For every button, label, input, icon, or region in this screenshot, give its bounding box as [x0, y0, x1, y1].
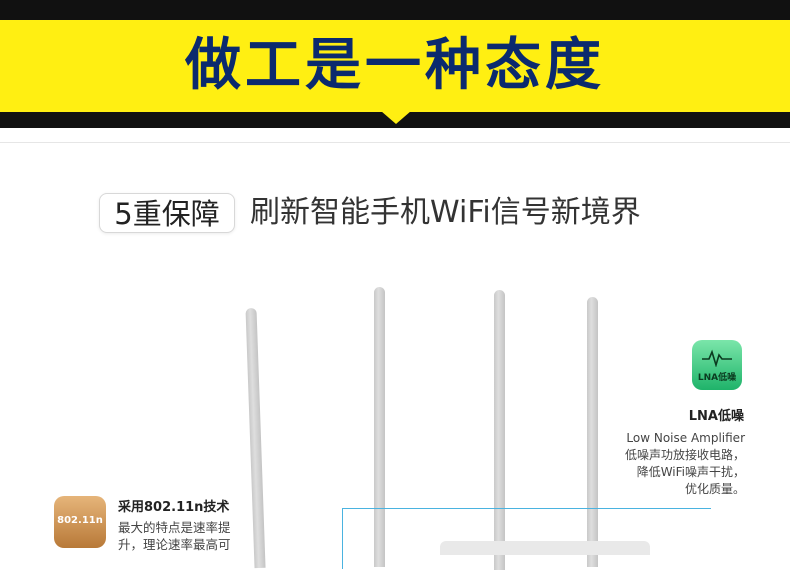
lna-desc-line: 优化质量。 — [684, 482, 745, 496]
lna-desc-line: Low Noise Amplifier — [626, 431, 745, 445]
router-antenna — [374, 287, 385, 567]
lna-title: LNA低噪 — [688, 409, 744, 424]
lna-badge-label: LNA低噪 — [697, 373, 737, 383]
banner-band — [0, 20, 790, 112]
wifi-desc-line: 最大的特点是速率提 — [118, 520, 231, 535]
headline-text: 刷新智能手机WiFi信号新境界 — [250, 195, 641, 230]
banner-notch — [381, 111, 411, 124]
lna-desc-line: 低噪声功放接收电路， — [624, 448, 745, 462]
section-divider — [0, 142, 790, 143]
guarantee-badge: 5重保障 — [99, 193, 235, 233]
wifi-badge-label: 802.11n — [57, 515, 103, 526]
wifi-80211n-icon: 802.11n — [54, 496, 106, 548]
wifi-description: 最大的特点是速率提 升，理论速率最高可 — [118, 519, 250, 553]
wifi-desc-line: 升，理论速率最高可 — [118, 537, 231, 552]
router-antenna — [587, 297, 598, 567]
banner-title: 做工是一种态度 — [185, 33, 605, 98]
router-antenna — [494, 290, 505, 570]
wifi-title: 采用802.11n技术 — [118, 500, 230, 515]
waveform-icon — [702, 349, 732, 367]
lna-description: Low Noise Amplifier 低噪声功放接收电路， 降低WiFi噪声干… — [590, 430, 745, 498]
lna-desc-line: 降低WiFi噪声干扰， — [636, 465, 745, 479]
callout-line — [342, 508, 711, 569]
promo-banner: 做工是一种态度 — [0, 0, 790, 128]
lna-waveform-icon: LNA低噪 — [692, 340, 742, 390]
